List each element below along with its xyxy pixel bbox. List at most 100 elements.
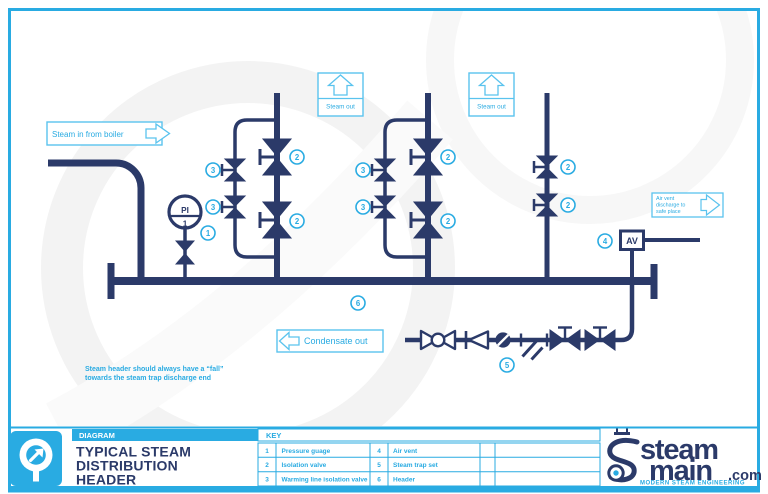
marker-2: 2 (560, 159, 576, 175)
steam-out-label: Steam out (477, 104, 506, 111)
svg-text:3: 3 (361, 166, 366, 175)
marker-3: 3 (355, 162, 371, 178)
warming-line-1 (233, 118, 277, 259)
warming-valve-symbol (370, 195, 397, 219)
steam-in-label-box: Steam in from boiler (46, 121, 171, 146)
key-label-6: Header (393, 477, 416, 484)
logo-tap-icon (607, 428, 640, 483)
air-vent-box (619, 229, 645, 251)
gauge-label-number: 1 (183, 220, 188, 229)
svg-text:2: 2 (566, 201, 571, 210)
key-label-5: Steam trap set (393, 462, 439, 469)
key-num-4: 4 (377, 448, 381, 455)
pipe-steam-inlet (48, 159, 145, 278)
svg-text:6: 6 (356, 299, 361, 308)
right-arrow-icon (700, 193, 721, 217)
key-label-4: Air vent (393, 448, 418, 455)
marker-circles: 1 3 3 2 2 3 3 2 2 2 2 4 5 6 (200, 149, 613, 373)
isolation-valve-symbol (258, 138, 293, 176)
badge-arrow-icon (28, 451, 40, 463)
warming-line-2 (383, 118, 428, 259)
marker-2: 2 (289, 149, 305, 165)
svg-text:2: 2 (566, 163, 571, 172)
air-vent-box-label: AV (626, 236, 638, 246)
marker-2: 2 (440, 149, 456, 165)
key-label-1: Pressure guage (282, 448, 331, 455)
note-line2: towards the steam trap discharge end (85, 375, 211, 382)
trap-isolation-valve-symbol (549, 326, 581, 351)
pipework (48, 93, 700, 343)
steam-out-label: Steam out (326, 104, 355, 111)
key-num-3: 3 (265, 477, 269, 484)
marker-3: 3 (205, 199, 221, 215)
isolation-valves (258, 138, 444, 239)
key-label-3: Warming line isolation valve (282, 477, 368, 484)
diagram-band (72, 429, 258, 441)
pressure-gauge-dial (167, 194, 203, 230)
key-entries: 1 Pressure guage 2 Isolation valve 3 War… (265, 448, 438, 484)
marker-2: 2 (560, 197, 576, 213)
air-vent-discharge-label-box: Air vent discharge to safe place (651, 192, 724, 218)
svg-text:4: 4 (603, 237, 608, 246)
svg-text:5: 5 (505, 361, 510, 370)
steam-out-label-box-2: Steam out (468, 72, 515, 117)
left-arrow-icon (278, 331, 300, 351)
logo-tagline: MODERN STEAM ENGINEERING (640, 481, 745, 487)
annotation-boxes: Steam in from boiler Steam out Steam out… (46, 72, 724, 382)
gauge-label-pi: PI (181, 206, 189, 215)
svg-text:3: 3 (211, 166, 216, 175)
steam-out-label-box-1: Steam out (317, 72, 364, 117)
title-block: DIAGRAM TYPICAL STEAM DISTRIBUTION HEADE… (10, 428, 762, 488)
isolation-valve-symbol (409, 138, 444, 176)
strainer-symbol (519, 333, 549, 361)
key-table (257, 428, 601, 487)
logo-com-text: .com (728, 468, 762, 484)
marker-1: 1 (200, 225, 216, 241)
pressure-gauge-assembly: PI 1 (167, 194, 203, 265)
marker-5: 5 (499, 357, 515, 373)
key-band-label: KEY (266, 431, 281, 440)
marker-6: 6 (350, 295, 366, 311)
diagram-title-line1: TYPICAL STEAM (76, 444, 191, 460)
steam-trap-symbol (495, 332, 511, 348)
condensate-out-label-box: Condensate out (276, 329, 384, 353)
marker-3: 3 (355, 199, 371, 215)
diagram-band-label: DIAGRAM (79, 431, 115, 440)
page-frame (8, 8, 760, 493)
isolation-valve-symbol (258, 201, 293, 239)
svg-text:3: 3 (361, 203, 366, 212)
key-num-2: 2 (265, 462, 269, 469)
logo-main-text: main (649, 455, 712, 487)
key-num-1: 1 (265, 448, 269, 455)
up-arrow-icon (477, 74, 506, 96)
svg-text:2: 2 (446, 217, 451, 226)
riser3-isolation-valve-symbol (532, 155, 559, 179)
svg-text:2: 2 (295, 153, 300, 162)
trap-isolation-valve-symbol (584, 326, 616, 351)
warming-valve-symbol (220, 158, 247, 182)
up-arrow-icon (326, 74, 355, 96)
air-vent-discharge-line1: Air vent (656, 196, 675, 202)
warming-valve-symbol (220, 195, 247, 219)
diagram-title-line3: HEADER (76, 472, 136, 488)
diagram-title-line2: DISTRIBUTION (76, 458, 178, 474)
right-arrow-icon (145, 122, 171, 145)
isolation-valve-symbol (409, 201, 444, 239)
logo-steam-text: steam (640, 434, 718, 466)
brand-badge (10, 431, 62, 486)
steammain-logo: steam main .com MODERN STEAM ENGINEERING (607, 428, 762, 487)
air-vent-unit: AV (619, 229, 645, 251)
warming-valve-symbol (370, 158, 397, 182)
marker-3: 3 (205, 162, 221, 178)
marker-2: 2 (440, 213, 456, 229)
riser3-isolation-valve-symbol (532, 193, 559, 217)
check-valve-symbol (464, 330, 490, 350)
note-line1: Steam header should always have a “fall” (85, 366, 224, 373)
condensate-out-label: Condensate out (304, 336, 368, 346)
key-num-5: 5 (377, 462, 381, 469)
svg-text:2: 2 (295, 217, 300, 226)
globe-valve-symbol (419, 329, 457, 351)
bottom-bar (8, 486, 760, 493)
